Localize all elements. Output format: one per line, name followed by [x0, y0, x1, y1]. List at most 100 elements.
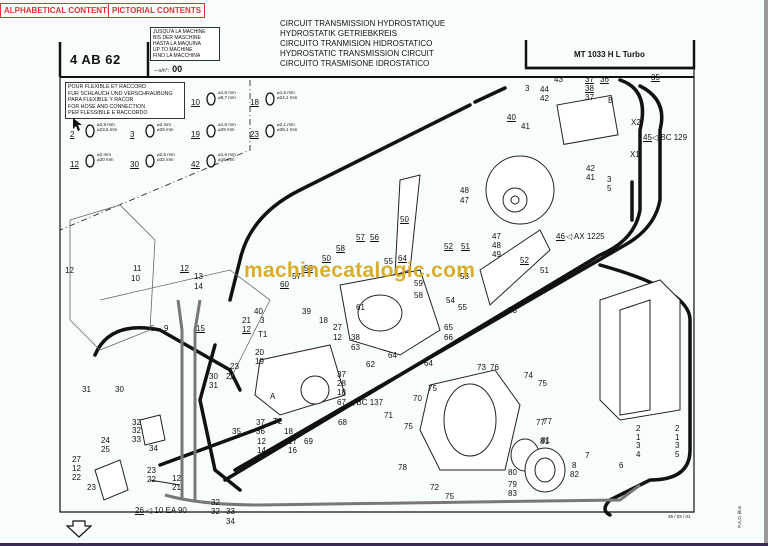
part-callout[interactable]: 27	[333, 323, 342, 332]
part-callout[interactable]: 75	[445, 492, 454, 501]
part-callout[interactable]: 42	[586, 164, 595, 173]
ref-ax1225[interactable]: ◁ AX 1225	[566, 232, 605, 241]
part-callout[interactable]: 6	[619, 461, 624, 470]
part-callout[interactable]: 13	[194, 272, 203, 281]
part-callout[interactable]: 8	[572, 461, 577, 470]
part-callout[interactable]: 32	[132, 426, 141, 435]
part-callout[interactable]: 37	[585, 75, 594, 84]
part-callout[interactable]: 15	[196, 324, 205, 333]
part-callout[interactable]: 35	[651, 73, 660, 82]
part-callout[interactable]: 30	[115, 385, 124, 394]
part-callout[interactable]: 37	[337, 370, 346, 379]
part-callout[interactable]: 51	[461, 242, 470, 251]
pictorial-contents-button[interactable]: PICTORIAL CONTENTS	[108, 3, 206, 18]
part-callout[interactable]: 16	[288, 446, 297, 455]
part-callout[interactable]: 77	[536, 418, 545, 427]
part-callout[interactable]: 74	[524, 371, 533, 380]
part-callout[interactable]: 41	[521, 122, 530, 131]
part-callout[interactable]: X1	[630, 150, 640, 159]
part-callout[interactable]: 71	[384, 411, 393, 420]
part-callout[interactable]: 3	[607, 175, 612, 184]
part-callout[interactable]: 3	[636, 441, 641, 450]
part-callout[interactable]: 41	[586, 173, 595, 182]
part-callout[interactable]: 43	[554, 75, 563, 84]
part-callout[interactable]: 18	[337, 388, 346, 397]
part-callout[interactable]: 75	[428, 384, 437, 393]
part-callout[interactable]: 44	[540, 85, 549, 94]
part-callout[interactable]: 64	[398, 254, 407, 263]
part-callout[interactable]: 32	[211, 498, 220, 507]
part-callout[interactable]: 40	[507, 113, 516, 122]
ref-bc137[interactable]: ◁ BC 137	[348, 398, 384, 407]
part-callout[interactable]: 57	[292, 272, 301, 281]
part-callout[interactable]: 32	[132, 418, 141, 427]
part-callout[interactable]: 82	[570, 470, 579, 479]
part-callout[interactable]: 26	[135, 506, 144, 515]
part-callout[interactable]: 33	[226, 507, 235, 516]
part-callout[interactable]: 52	[520, 256, 529, 265]
part-callout[interactable]: 20	[255, 348, 264, 357]
part-callout[interactable]: 46	[556, 232, 565, 241]
part-callout[interactable]: 34	[149, 444, 158, 453]
part-callout[interactable]: 3	[260, 316, 265, 325]
part-callout[interactable]: 2	[636, 424, 641, 433]
part-callout[interactable]: 83	[508, 489, 517, 498]
part-callout[interactable]: 40	[254, 307, 263, 316]
part-callout[interactable]: 75	[404, 422, 413, 431]
part-callout[interactable]: 80	[508, 468, 517, 477]
part-callout[interactable]: 36	[256, 427, 265, 436]
part-callout[interactable]: 81	[540, 437, 549, 446]
part-callout[interactable]: 50	[400, 215, 409, 224]
part-callout[interactable]: 61	[356, 303, 365, 312]
part-callout[interactable]: 6	[150, 324, 155, 333]
part-callout[interactable]: 12	[180, 264, 189, 273]
part-callout[interactable]: 58	[414, 291, 423, 300]
part-callout[interactable]: 1	[675, 433, 680, 442]
part-callout[interactable]: 76	[490, 363, 499, 372]
part-callout[interactable]: 22	[147, 475, 156, 484]
part-callout[interactable]: 17	[288, 437, 297, 446]
part-callout[interactable]: 18	[319, 316, 328, 325]
part-callout[interactable]: 56	[370, 233, 379, 242]
part-callout[interactable]: 63	[351, 343, 360, 352]
part-callout[interactable]: A	[270, 392, 276, 401]
part-callout[interactable]: 42	[540, 94, 549, 103]
part-callout[interactable]: T1	[258, 330, 268, 339]
part-callout[interactable]: 68	[338, 418, 347, 427]
part-callout[interactable]: 18	[284, 427, 293, 436]
part-callout[interactable]: 54	[446, 296, 455, 305]
ref-bc129[interactable]: ◁ BC 129	[652, 133, 688, 142]
part-callout[interactable]: 79	[508, 480, 517, 489]
part-callout[interactable]: 9	[164, 324, 169, 333]
part-callout[interactable]: 3	[675, 441, 680, 450]
part-callout[interactable]: 77	[543, 417, 552, 426]
part-callout[interactable]: 72	[430, 483, 439, 492]
part-callout[interactable]: 62	[366, 360, 375, 369]
part-callout[interactable]: 55	[458, 303, 467, 312]
part-callout[interactable]: 30	[209, 372, 218, 381]
part-callout[interactable]: X2	[631, 118, 641, 127]
part-callout[interactable]: 66	[444, 333, 453, 342]
alphabetical-contents-button[interactable]: ALPHABETICAL CONTENTS	[0, 3, 117, 18]
part-callout[interactable]: 28	[337, 379, 346, 388]
part-callout[interactable]: 38	[351, 333, 360, 342]
part-callout[interactable]: 21	[242, 316, 251, 325]
part-callout[interactable]: 5	[675, 450, 680, 459]
part-callout[interactable]: 33	[132, 435, 141, 444]
part-callout[interactable]: 11	[133, 264, 142, 273]
part-callout[interactable]: 3	[525, 84, 530, 93]
part-callout[interactable]: 50	[322, 254, 331, 263]
down-arrow-icon[interactable]	[66, 520, 92, 538]
part-callout[interactable]: 48	[460, 186, 469, 195]
part-callout[interactable]: 49	[492, 250, 501, 259]
part-callout[interactable]: 65	[444, 323, 453, 332]
part-callout[interactable]: 37	[585, 93, 594, 102]
part-callout[interactable]: 69	[304, 437, 313, 446]
part-callout[interactable]: 55	[384, 257, 393, 266]
part-callout[interactable]: 60	[280, 280, 289, 289]
part-callout[interactable]: 36	[600, 75, 609, 84]
part-callout[interactable]: B	[608, 96, 614, 105]
part-callout[interactable]: 14	[194, 282, 203, 291]
part-callout[interactable]: 23	[230, 362, 239, 371]
part-callout[interactable]: 19	[255, 357, 264, 366]
